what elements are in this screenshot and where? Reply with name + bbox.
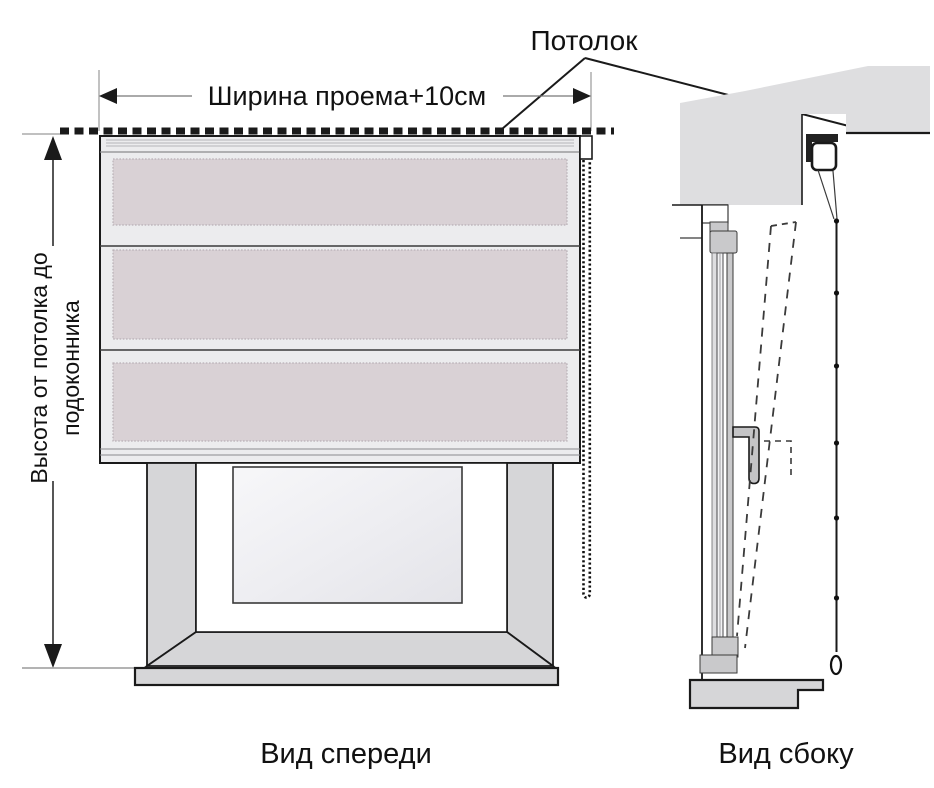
window-reveal-bottom <box>144 631 556 667</box>
window-glass <box>232 466 463 604</box>
roman-blind <box>99 135 593 599</box>
height-dimension: Высота от потолка до подоконника <box>22 136 137 669</box>
handle-ghost-dashed <box>764 440 792 478</box>
fabric-ring <box>833 218 840 224</box>
wall-section <box>680 66 930 205</box>
height-dimension-label-line1: Высота от потолка до <box>26 252 52 483</box>
chain-weight <box>829 654 843 676</box>
blind-fabric-line <box>817 169 843 676</box>
tilted-sash-dashed <box>736 221 797 649</box>
fabric-ring <box>833 290 840 296</box>
windowsill-section <box>688 678 825 710</box>
blind-panel <box>112 362 568 442</box>
fabric-ring <box>833 363 840 369</box>
fabric-ring <box>833 595 840 601</box>
caption-side-view: Вид сбоку <box>718 738 854 770</box>
blind-panel <box>112 249 568 340</box>
window-front <box>133 462 560 687</box>
window-reveal-right <box>506 462 554 668</box>
width-dimension: Ширина проема+10см <box>98 70 592 131</box>
blind-bottom-rail <box>100 448 580 456</box>
ceiling-label: Потолок <box>530 25 638 56</box>
blind-roller <box>810 141 838 172</box>
arrow-up-icon <box>44 136 62 160</box>
blind-panel <box>112 158 568 226</box>
blind-roller-bracket <box>806 134 838 172</box>
caption-front-view: Вид спереди <box>260 738 432 770</box>
window-sill <box>133 666 560 687</box>
side-view: Вид сбоку <box>672 66 930 770</box>
fabric-ring <box>833 515 840 521</box>
chain-guide <box>579 135 593 160</box>
fabric-ring <box>833 440 840 446</box>
height-dimension-label-line2: подоконника <box>58 300 84 436</box>
window-handle <box>732 426 760 485</box>
arrow-down-icon <box>44 644 62 668</box>
arrow-right-icon <box>573 88 591 104</box>
width-dimension-label: Ширина проема+10см <box>208 81 486 111</box>
control-chain <box>582 160 592 599</box>
front-view: Потолок Ширина проема+10см Высота от пот… <box>22 25 869 770</box>
window-reveal-left <box>146 462 197 668</box>
window-frame-section <box>699 204 739 680</box>
blind-headrail <box>100 139 580 153</box>
arrow-left-icon <box>99 88 117 104</box>
